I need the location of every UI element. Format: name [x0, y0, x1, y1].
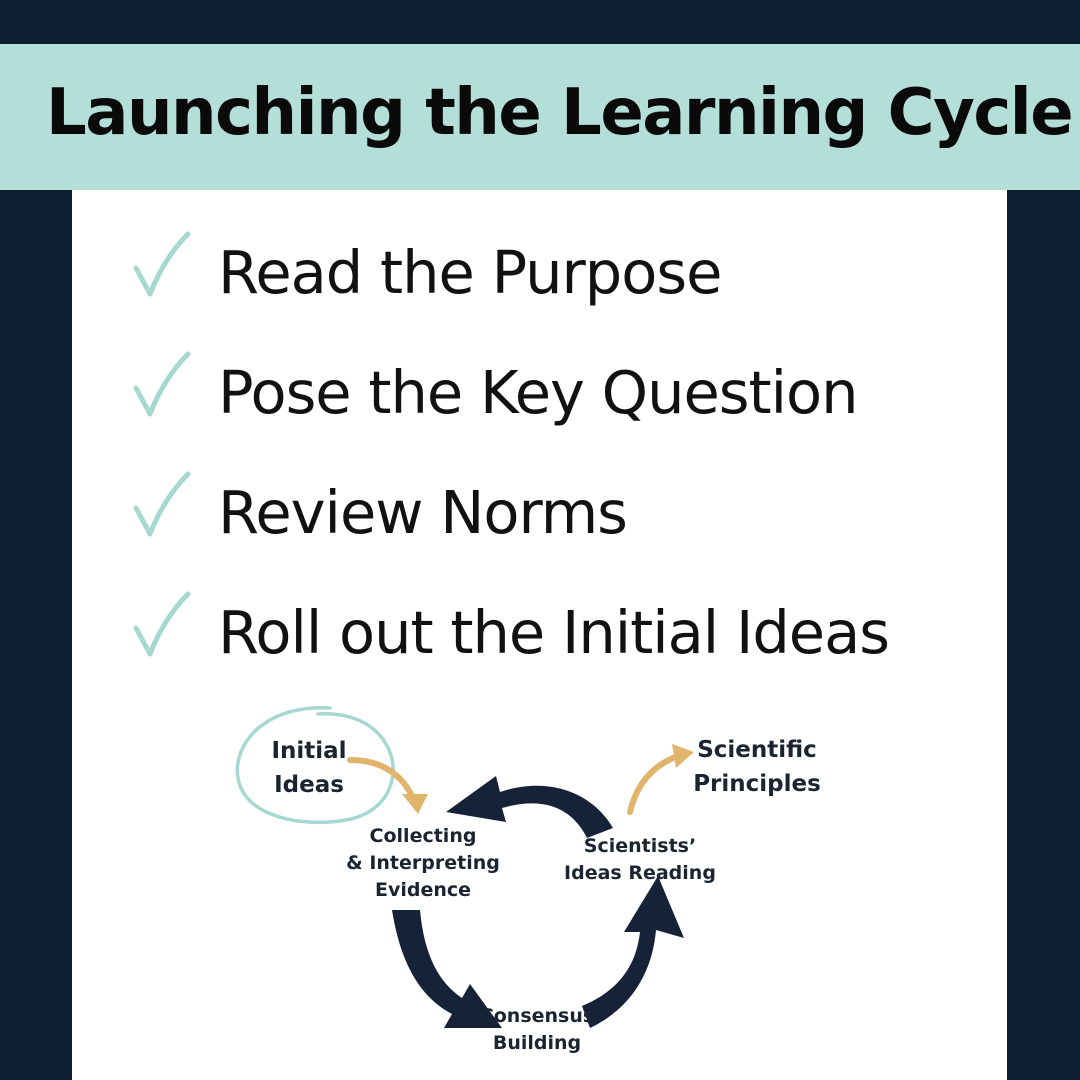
cycle-arrow-left: [392, 910, 502, 1028]
checklist-item-label: Roll out the Initial Ideas: [218, 598, 890, 667]
collecting-evidence-label: & Interpreting: [346, 852, 500, 874]
page-title: Launching the Learning Cycle: [46, 76, 1074, 150]
initial-ideas-circle: [235, 706, 395, 825]
scientific-principles-label: Scientific: [697, 737, 817, 763]
initial-ideas-label: Initial: [271, 738, 346, 764]
initial-ideas-label: Ideas: [274, 772, 344, 798]
checklist: Read the Purpose Pose the Key Question R…: [130, 220, 950, 700]
gold-arrow-to-collecting: [347, 757, 428, 814]
learning-cycle-diagram: Initial Ideas Collecting & Interpreting …: [235, 706, 821, 1054]
scientists-ideas-label: Scientists’: [584, 835, 696, 857]
collecting-evidence-label: Evidence: [375, 879, 471, 901]
title-band: [0, 44, 1080, 190]
checklist-item: Roll out the Initial Ideas: [130, 580, 950, 700]
checklist-item: Review Norms: [130, 460, 950, 580]
scientists-ideas-label: Ideas Reading: [564, 862, 716, 884]
collecting-evidence-label: Collecting: [370, 825, 477, 847]
check-icon: [133, 351, 191, 417]
gold-arrow-to-principles: [627, 744, 694, 815]
checklist-item: Read the Purpose: [130, 220, 950, 340]
scientific-principles-label: Principles: [693, 771, 821, 797]
top-bar: [0, 0, 1080, 44]
content-panel: [72, 190, 1007, 1080]
check-icon: [133, 471, 191, 537]
check-icon: [133, 231, 191, 297]
checklist-item-label: Review Norms: [218, 478, 628, 547]
checklist-item-label: Read the Purpose: [218, 238, 722, 307]
cycle-arrow-top: [446, 776, 613, 838]
check-icon: [133, 591, 191, 657]
consensus-building-label: Consensus: [480, 1005, 594, 1027]
checklist-item: Pose the Key Question: [130, 340, 950, 460]
checklist-item-label: Pose the Key Question: [218, 358, 859, 427]
cycle-arrow-right: [582, 876, 684, 1028]
consensus-building-label: Building: [493, 1032, 581, 1054]
